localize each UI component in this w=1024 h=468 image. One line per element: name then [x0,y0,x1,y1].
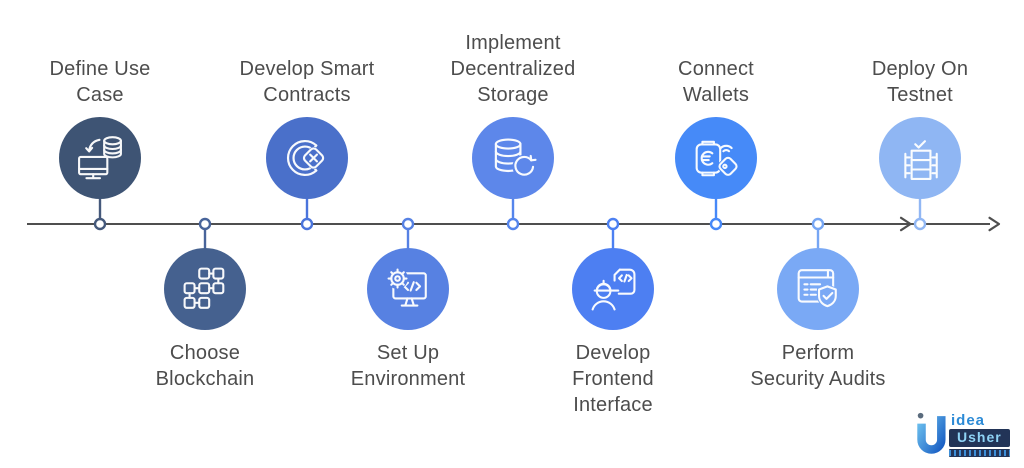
step-circle-deploy-on-testnet [879,117,961,199]
server-deploy-check-icon [904,140,938,180]
idea-usher-u-mark-icon [917,412,946,454]
step-circle-develop-smart-contracts [266,117,348,199]
step-circle-develop-frontend-interface [572,248,654,330]
timeline-node-dot [401,217,415,231]
monitor-database-sync-icon [78,136,122,180]
logo-text-block: idea Usher [949,409,1010,463]
timeline-node-dot [198,217,212,231]
blockchain-nodes-icon [183,267,225,309]
timeline-node-dot [811,217,825,231]
step-label-perform-security-audits: Perform Security Audits [750,342,886,390]
step-label-develop-frontend-interface: Develop Frontend Interface [572,342,654,416]
logo-tagline-bar [949,449,1010,457]
database-refresh-icon [494,138,537,178]
timeline-node-dot [93,217,107,231]
step-circle-implement-decentralized-storage [472,117,554,199]
step-label-set-up-environment: Set Up Environment [350,342,466,390]
timeline-node-dot [606,217,620,231]
developer-code-document-icon [591,268,636,311]
step-label-connect-wallets: Connect Wallets [678,58,754,106]
contract-c-cancel-icon [287,140,325,176]
timeline-mid-arrowhead-icon [899,216,912,232]
timeline-node-dot [300,217,314,231]
timeline-node-dot [506,217,520,231]
step-circle-perform-security-audits [777,248,859,330]
step-label-implement-decentralized-storage: Implement Decentralized Storage [450,32,576,106]
step-circle-set-up-environment [367,248,449,330]
logo-usher-text: Usher [949,429,1010,447]
gear-monitor-code-icon [387,268,427,307]
timeline-end-arrowhead-icon [988,216,1001,232]
step-label-deploy-on-testnet: Deploy On Testnet [871,58,969,106]
step-label-develop-smart-contracts: Develop Smart Contracts [239,58,375,106]
logo-idea-text: idea [951,412,986,429]
step-label-define-use-case: Define Use Case [49,58,151,106]
idea-usher-logo: idea Usher [914,409,1014,463]
step-circle-define-use-case [59,117,141,199]
step-circle-choose-blockchain [164,248,246,330]
wallet-nfc-payment-icon [695,140,739,178]
timeline-node-dot [709,217,723,231]
audit-checklist-shield-icon [797,269,838,308]
step-circle-connect-wallets [675,117,757,199]
step-label-choose-blockchain: Choose Blockchain [155,342,255,390]
timeline-node-dot [913,217,927,231]
